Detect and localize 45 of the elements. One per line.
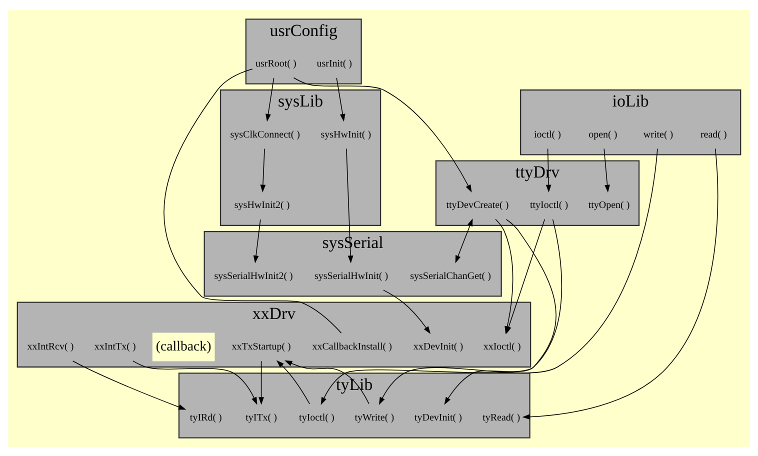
arrow — [455, 218, 473, 263]
node-text: ttyIoctl( ) — [530, 200, 568, 211]
node-text: write( ) — [643, 128, 674, 140]
node-text: xxIntRcv( ) — [27, 341, 74, 352]
node-text: xxIoctl( ) — [483, 341, 521, 352]
arrow — [522, 148, 718, 420]
node-text: usrInit( ) — [316, 58, 352, 69]
node-text: ttyOpen( ) — [588, 200, 630, 211]
node-text: ttyDevCreate( ) — [446, 200, 509, 211]
node-text: tyRead( ) — [482, 412, 520, 423]
arrow — [383, 289, 431, 334]
node-text: sysSerialHwInit( ) — [314, 270, 388, 282]
arrow — [336, 77, 346, 122]
arrow — [444, 218, 556, 404]
node-text: xxTxStartup( ) — [232, 341, 291, 352]
node-box: (callback) — [152, 332, 215, 361]
node-text: sysHwInit2( ) — [234, 200, 290, 211]
node-text: ioctl( ) — [534, 128, 561, 140]
node-text: tyIoctl( ) — [299, 412, 334, 423]
node-text: sysHwInit( ) — [320, 128, 372, 140]
arrow — [293, 76, 472, 192]
arrow — [72, 360, 186, 410]
node-text: tyDevInit( ) — [414, 412, 462, 423]
arrow — [604, 148, 610, 192]
arrow — [260, 148, 266, 192]
node-text: xxIntTx( ) — [94, 341, 136, 352]
node-text: usrRoot( ) — [255, 58, 296, 69]
arrow — [258, 360, 264, 404]
node-text: read( ) — [700, 128, 727, 140]
node-text: xxCallbackInstall( ) — [312, 341, 392, 352]
arrow — [378, 148, 658, 404]
node-text: tyWrite( ) — [354, 412, 394, 423]
node-text: sysClkConnect( ) — [230, 128, 300, 140]
node-text: tyIRd( ) — [190, 412, 222, 423]
arrow — [253, 218, 261, 263]
arrow — [346, 148, 354, 263]
node-text: sysSerialChanGet( ) — [410, 270, 491, 282]
node-text: open( ) — [588, 128, 618, 140]
arrow — [132, 360, 258, 404]
node-text: tyITx( ) — [246, 412, 277, 423]
arrow — [320, 218, 562, 404]
arrow — [266, 77, 274, 122]
arrow — [276, 360, 310, 404]
node-text: xxDevInit( ) — [413, 341, 464, 352]
node-text: sysSerialHwInit2( ) — [214, 270, 293, 282]
